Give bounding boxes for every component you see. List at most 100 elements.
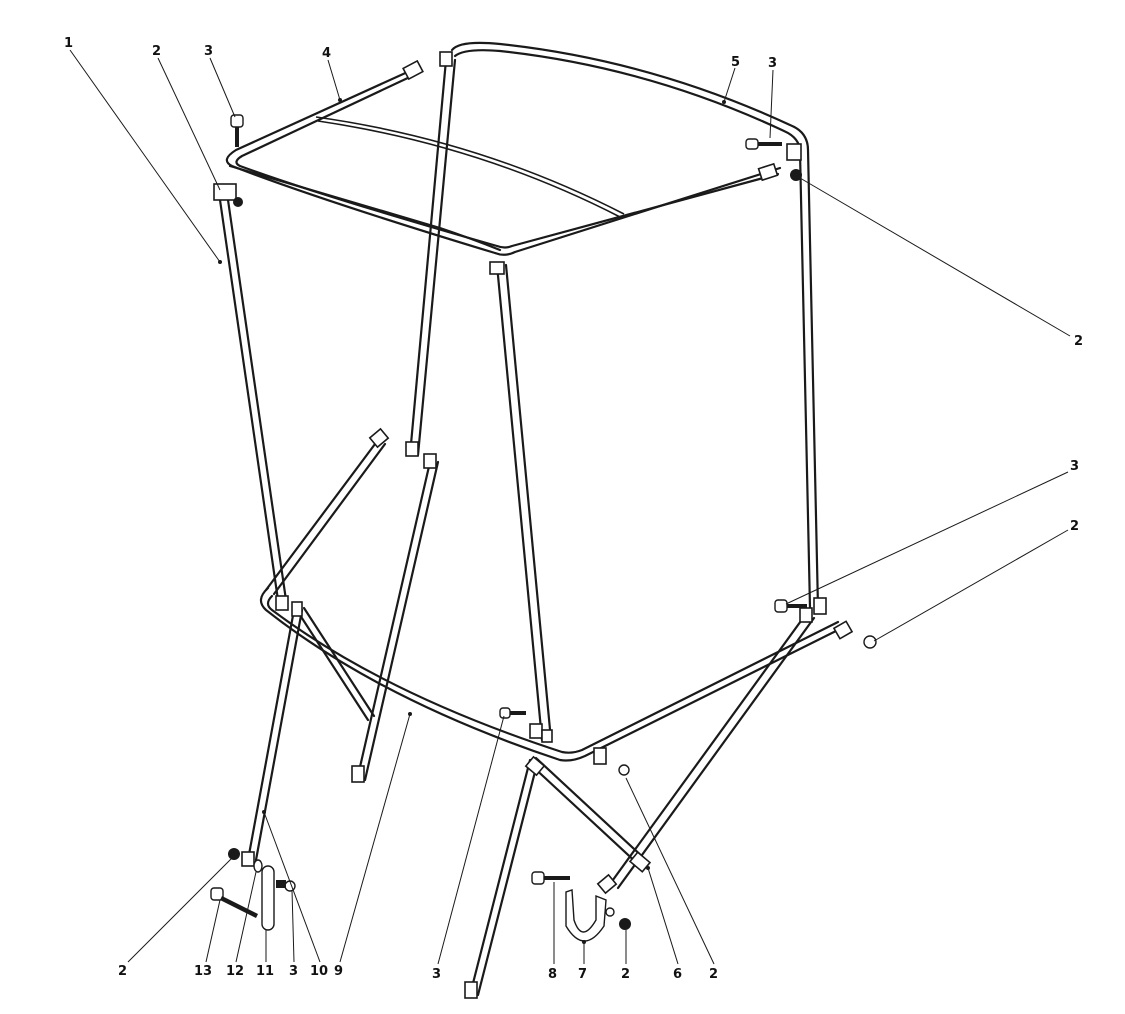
hardware bbox=[210, 114, 877, 942]
bolt-shank bbox=[787, 604, 807, 608]
bolt-shank bbox=[235, 127, 239, 147]
leader-6 bbox=[647, 867, 679, 965]
nut bbox=[618, 764, 630, 776]
leader-13 bbox=[205, 899, 221, 963]
callout-6: 6 bbox=[673, 967, 682, 982]
leader-end-dot bbox=[338, 98, 342, 102]
callout-12: 12 bbox=[226, 964, 244, 979]
callout-3: 3 bbox=[768, 56, 777, 71]
callout-2: 2 bbox=[1070, 519, 1079, 534]
tab bbox=[524, 755, 546, 777]
top-front-bow bbox=[225, 68, 782, 256]
top-rear-bow bbox=[450, 41, 820, 610]
tab bbox=[596, 873, 618, 895]
tab bbox=[241, 851, 255, 867]
tab bbox=[813, 597, 827, 615]
bolt-shank bbox=[220, 896, 258, 918]
callout-3: 3 bbox=[1070, 459, 1079, 474]
leader-3c bbox=[785, 471, 1069, 605]
tab bbox=[464, 981, 478, 999]
leader-2a bbox=[157, 57, 221, 191]
brace-rod bbox=[528, 762, 642, 868]
bolt-head bbox=[210, 887, 224, 901]
leader-end-dot bbox=[408, 712, 412, 716]
tab bbox=[786, 143, 802, 161]
nut bbox=[863, 635, 877, 649]
leader-4 bbox=[327, 59, 341, 101]
callout-9: 9 bbox=[334, 964, 343, 979]
leader-3e bbox=[437, 715, 505, 965]
leader-end-dot bbox=[722, 100, 726, 104]
washer-stack bbox=[276, 880, 286, 888]
left-rear-upright bbox=[218, 198, 280, 602]
right-long-diagonal bbox=[608, 612, 808, 886]
leader-2d bbox=[127, 857, 233, 963]
leader-lines bbox=[69, 49, 1071, 965]
callout-10: 10 bbox=[310, 964, 328, 979]
tab bbox=[402, 59, 424, 81]
callout-3: 3 bbox=[204, 44, 213, 59]
nut bbox=[233, 197, 243, 207]
nut bbox=[228, 848, 240, 860]
callout-8: 8 bbox=[548, 967, 557, 982]
callout-3: 3 bbox=[289, 964, 298, 979]
brace-rod-b bbox=[534, 756, 648, 862]
center-upright bbox=[408, 58, 448, 457]
bolt-head bbox=[774, 599, 788, 613]
lower-front-bow bbox=[259, 586, 844, 762]
lower-left-diagonal-b bbox=[272, 442, 387, 596]
tab bbox=[529, 723, 543, 739]
center-upright-b bbox=[416, 58, 457, 457]
left-rear-upright-b bbox=[226, 198, 288, 602]
center-lower-strap-b bbox=[363, 460, 440, 782]
callout-2: 2 bbox=[118, 964, 127, 979]
callout-labels: 1 2 3 4 5 3 2 3 2 2 13 12 11 3 10 9 3 8 … bbox=[64, 36, 1083, 982]
callout-3: 3 bbox=[432, 967, 441, 982]
tab bbox=[541, 729, 553, 743]
bolt-head bbox=[230, 114, 244, 128]
callout-2: 2 bbox=[152, 44, 161, 59]
callout-13: 13 bbox=[194, 964, 212, 979]
leader-3b bbox=[769, 69, 774, 139]
top-front-bow-inner bbox=[235, 74, 780, 249]
tab bbox=[832, 620, 854, 640]
leader-3a bbox=[209, 57, 236, 118]
front-lower-leg bbox=[468, 758, 532, 997]
tab bbox=[213, 183, 237, 201]
leader-end-dot bbox=[646, 866, 650, 870]
leader-dots bbox=[218, 98, 726, 944]
nut bbox=[619, 918, 631, 930]
tab bbox=[423, 453, 437, 469]
tab bbox=[489, 261, 505, 275]
bolt-head bbox=[531, 871, 545, 885]
leader-5 bbox=[723, 67, 736, 103]
lower-front-bow-inner bbox=[266, 594, 840, 754]
tab bbox=[405, 441, 419, 457]
tab bbox=[757, 162, 779, 182]
tab bbox=[593, 747, 607, 765]
callout-2: 2 bbox=[621, 967, 630, 982]
callout-11: 11 bbox=[256, 964, 274, 979]
bolt-head bbox=[745, 138, 759, 150]
leader-9 bbox=[339, 713, 411, 963]
left-lower-leg-b bbox=[254, 608, 304, 862]
tab bbox=[368, 427, 390, 449]
leader-10 bbox=[263, 811, 321, 963]
washer bbox=[605, 907, 615, 917]
mounting-tabs bbox=[213, 51, 854, 999]
frame-tubes bbox=[218, 41, 844, 997]
callout-2: 2 bbox=[709, 967, 718, 982]
leader-end-dot bbox=[582, 940, 586, 944]
lower-left-diagonal bbox=[264, 438, 380, 592]
callout-7: 7 bbox=[578, 967, 587, 982]
leader-end-dot bbox=[218, 260, 222, 264]
right-long-diagonal-b bbox=[616, 616, 816, 890]
tab bbox=[799, 607, 813, 623]
front-upright bbox=[495, 263, 544, 742]
leader-2f bbox=[625, 777, 715, 965]
leader-3d bbox=[291, 889, 295, 963]
leader-2c bbox=[873, 529, 1069, 642]
front-upright-b bbox=[504, 263, 553, 742]
callout-5: 5 bbox=[731, 55, 740, 70]
